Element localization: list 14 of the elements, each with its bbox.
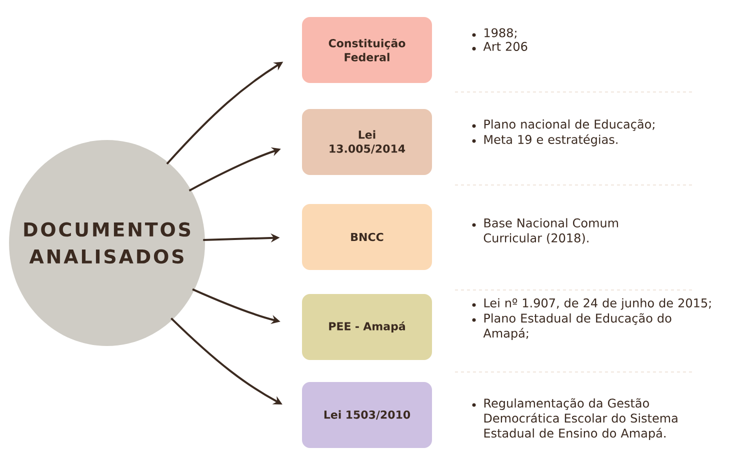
document-box: Constituição Federal [302,17,432,83]
bullet-item: 1988; [472,28,516,38]
topic-blob: DOCUMENTOS ANALISADOS [9,140,205,346]
document-box: BNCC [302,204,432,270]
document-box: PEE - Amapá [302,294,432,360]
bullet-item: Plano nacional de Educação; [472,119,654,131]
bullet-item: Regulamentação da Gestão Democrática Escolar do Sistema Estadual de Ensino do Amapá. [472,398,678,440]
bullet-item: Lei nº 1.907, de 24 de junho de 2015; [472,298,711,310]
document-box: Lei 1503/2010 [302,382,432,448]
bullet-item: Base Nacional Comum Curricular (2018). [472,218,618,244]
bullet-item: Meta 19 e estratégias. [472,134,618,146]
bullet-item: Art 206 [472,42,528,51]
document-box: Lei 13.005/2014 [302,109,432,175]
bullet-item: Plano Estadual de Educação do Amapá; [472,313,672,340]
